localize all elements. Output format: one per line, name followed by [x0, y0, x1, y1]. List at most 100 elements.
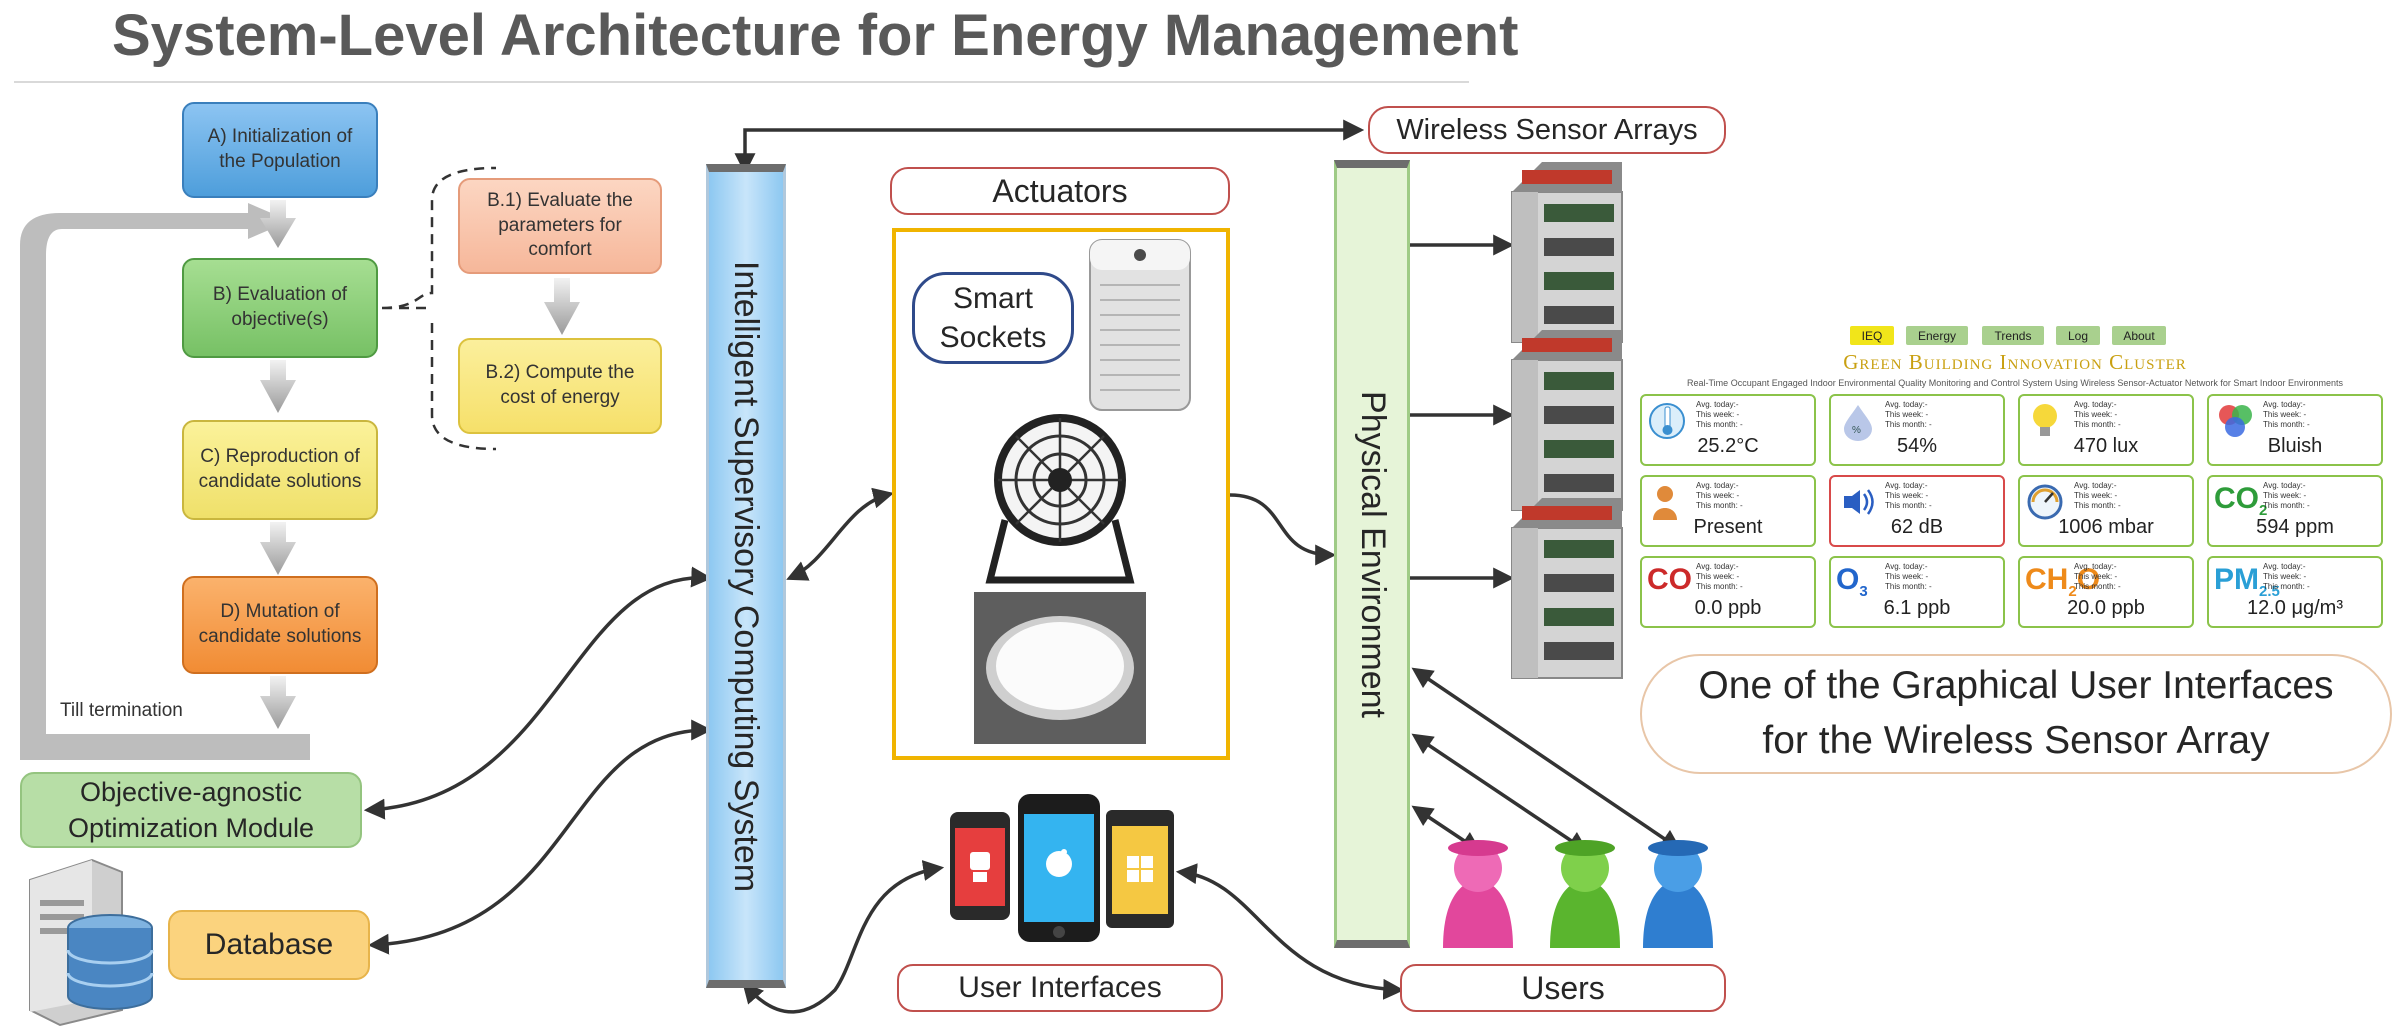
flow-down-arrows: [260, 200, 580, 729]
smart-sockets-label: Smart Sockets: [912, 272, 1074, 364]
flow-step-initialization: A) Initialization of the Population: [182, 102, 378, 198]
tile-stats: Avg. today:- This week: - This month: -: [1885, 562, 1932, 591]
gui-tile-light-bulb: Avg. today:- This week: - This month: - 4…: [2018, 394, 2194, 466]
link-supervisory-database: [367, 719, 713, 955]
sound-wave-icon: [1836, 482, 1880, 522]
link-supervisory-actuators: [786, 487, 895, 581]
thermometer-icon: [1647, 401, 1691, 441]
air-purifier-icon: [1089, 239, 1191, 411]
flow-step-mutation: D) Mutation of candidate solutions: [182, 576, 378, 674]
gui-tab-ieq[interactable]: IEQ: [1850, 326, 1894, 345]
tile-stats: Avg. today:- This week: - This month: -: [1885, 400, 1932, 429]
tile-value: 470 lux: [2073, 435, 2139, 457]
tile-value: 20.0 ppb: [2067, 597, 2145, 619]
tile-value: 6.1 ppb: [1883, 597, 1951, 619]
co2-label-icon: CO2: [2214, 482, 2268, 519]
tile-value: Bluish: [2267, 435, 2323, 457]
user-pink-icon: [1443, 840, 1513, 948]
actuators-frame: [892, 228, 1230, 760]
sensor-rack-1: [1511, 162, 1623, 343]
gui-tile-sound-wave: Avg. today:- This week: - This month: - 6…: [1829, 475, 2005, 547]
tile-value: 0.0 ppb: [1694, 597, 1762, 619]
svg-text:%: %: [1852, 425, 1861, 436]
database-module: Database: [168, 910, 370, 980]
physical-environment-label: Physical Environment: [1353, 390, 1392, 718]
gui-heading: Green Building Innovation Cluster: [1843, 350, 2187, 374]
tile-stats: Avg. today:- This week: - This month: -: [1885, 481, 1932, 510]
wireless-sensor-arrays-label: Wireless Sensor Arrays: [1368, 106, 1726, 154]
tile-stats: Avg. today:- This week: - This month: -: [2074, 481, 2121, 510]
android-phone-icon: [950, 812, 1010, 920]
gui-tile-thermometer: Avg. today:- This week: - This month: - 2…: [1640, 394, 1816, 466]
link-ui-users: [1175, 863, 1405, 1000]
gui-tab-energy[interactable]: Energy: [1906, 326, 1968, 345]
gui-tile-color-wheel: Avg. today:- This week: - This month: - B…: [2207, 394, 2383, 466]
flow-step-reproduction: C) Reproduction of candidate solutions: [182, 420, 378, 520]
supervisory-system: Intelligent Supervisory Computing System: [706, 164, 786, 988]
sensor-rack-3: [1511, 498, 1623, 679]
tile-value: 62 dB: [1890, 516, 1944, 538]
o3-label-icon: O3: [1836, 563, 1868, 600]
users-label: Users: [1400, 964, 1726, 1012]
gui-tab-log[interactable]: Log: [2056, 326, 2100, 345]
physical-environment: Physical Environment: [1334, 160, 1410, 948]
tile-stats: Avg. today:- This week: - This month: -: [2074, 562, 2121, 591]
tile-value: 54%: [1896, 435, 1938, 457]
smart-sockets-text: Smart Sockets: [939, 282, 1047, 354]
tile-stats: Avg. today:- This week: - This month: -: [1696, 481, 1743, 510]
pm25-label-icon: PM2.5: [2214, 563, 2280, 600]
loop-label: Till termination: [60, 700, 183, 721]
evaluation-bracket: [381, 166, 497, 451]
tile-value: 25.2°C: [1697, 435, 1759, 457]
diagram-title: System-Level Architecture for Energy Man…: [112, 3, 1519, 68]
gui-caption: One of the Graphical User Interfaces for…: [1640, 654, 2392, 774]
gui-tile-o3-label: O3 Avg. today:- This week: - This month: …: [1829, 556, 2005, 628]
gui-subheading: Real-Time Occupant Engaged Indoor Enviro…: [1687, 378, 2343, 388]
user-blue-icon: [1643, 840, 1713, 948]
light-bulb-icon: [2025, 401, 2069, 441]
flow-step-comfort: B.1) Evaluate the parameters for comfort: [458, 178, 662, 274]
tile-value: Present: [1693, 516, 1763, 538]
led-panel-light-icon: [974, 592, 1146, 744]
user-green-icon: [1550, 840, 1620, 948]
gui-tab-about[interactable]: About: [2112, 326, 2166, 345]
iphone-icon: [1018, 794, 1100, 942]
supervisory-label: Intelligent Supervisory Computing System: [727, 260, 766, 892]
tile-stats: Avg. today:- This week: - This month: -: [2263, 481, 2310, 510]
humidity-drop-icon: %: [1836, 401, 1880, 441]
actuators-label: Actuators: [890, 167, 1230, 215]
optimization-module: Objective-agnostic Optimization Module: [20, 772, 362, 848]
link-actuators-physical: [1229, 493, 1337, 566]
link-physical-user-green: [1411, 733, 1589, 853]
server-database-icon: [29, 858, 154, 1027]
gui-tab-trends[interactable]: Trends: [1982, 326, 2044, 345]
tile-stats: Avg. today:- This week: - This month: -: [2263, 400, 2310, 429]
flow-step-energy-cost: B.2) Compute the cost of energy: [458, 338, 662, 434]
tile-stats: Avg. today:- This week: - This month: -: [1696, 400, 1743, 429]
tile-stats: Avg. today:- This week: - This month: -: [2074, 400, 2121, 429]
windows-phone-icon: [1106, 810, 1174, 928]
tile-value: 1006 mbar: [2058, 516, 2154, 538]
link-supervisory-wireless: [734, 119, 1365, 175]
tile-value: 12.0 μg/m³: [2246, 597, 2343, 619]
color-wheel-icon: [2214, 401, 2258, 441]
tile-stats: Avg. today:- This week: - This month: -: [1696, 562, 1743, 591]
tile-stats: Avg. today:- This week: - This month: -: [2263, 562, 2310, 591]
user-interfaces-label: User Interfaces: [897, 964, 1223, 1012]
flow-step-evaluation: B) Evaluation of objective(s): [182, 258, 378, 358]
link-physical-user-blue: [1411, 667, 1682, 851]
gui-tile-occupant: Avg. today:- This week: - This month: - P…: [1640, 475, 1816, 547]
gui-tile-pressure-gauge: Avg. today:- This week: - This month: - 1…: [2018, 475, 2194, 547]
occupant-icon: [1647, 482, 1691, 522]
sensor-gui-panel: IEQ Energy Trends Log About Green Buildi…: [1638, 316, 2392, 634]
pressure-gauge-icon: [2025, 482, 2069, 522]
sensor-rack-2: [1511, 330, 1623, 511]
link-supervisory-ui: [742, 860, 945, 1014]
ch2o-label-icon: CH2O: [2025, 563, 2101, 600]
